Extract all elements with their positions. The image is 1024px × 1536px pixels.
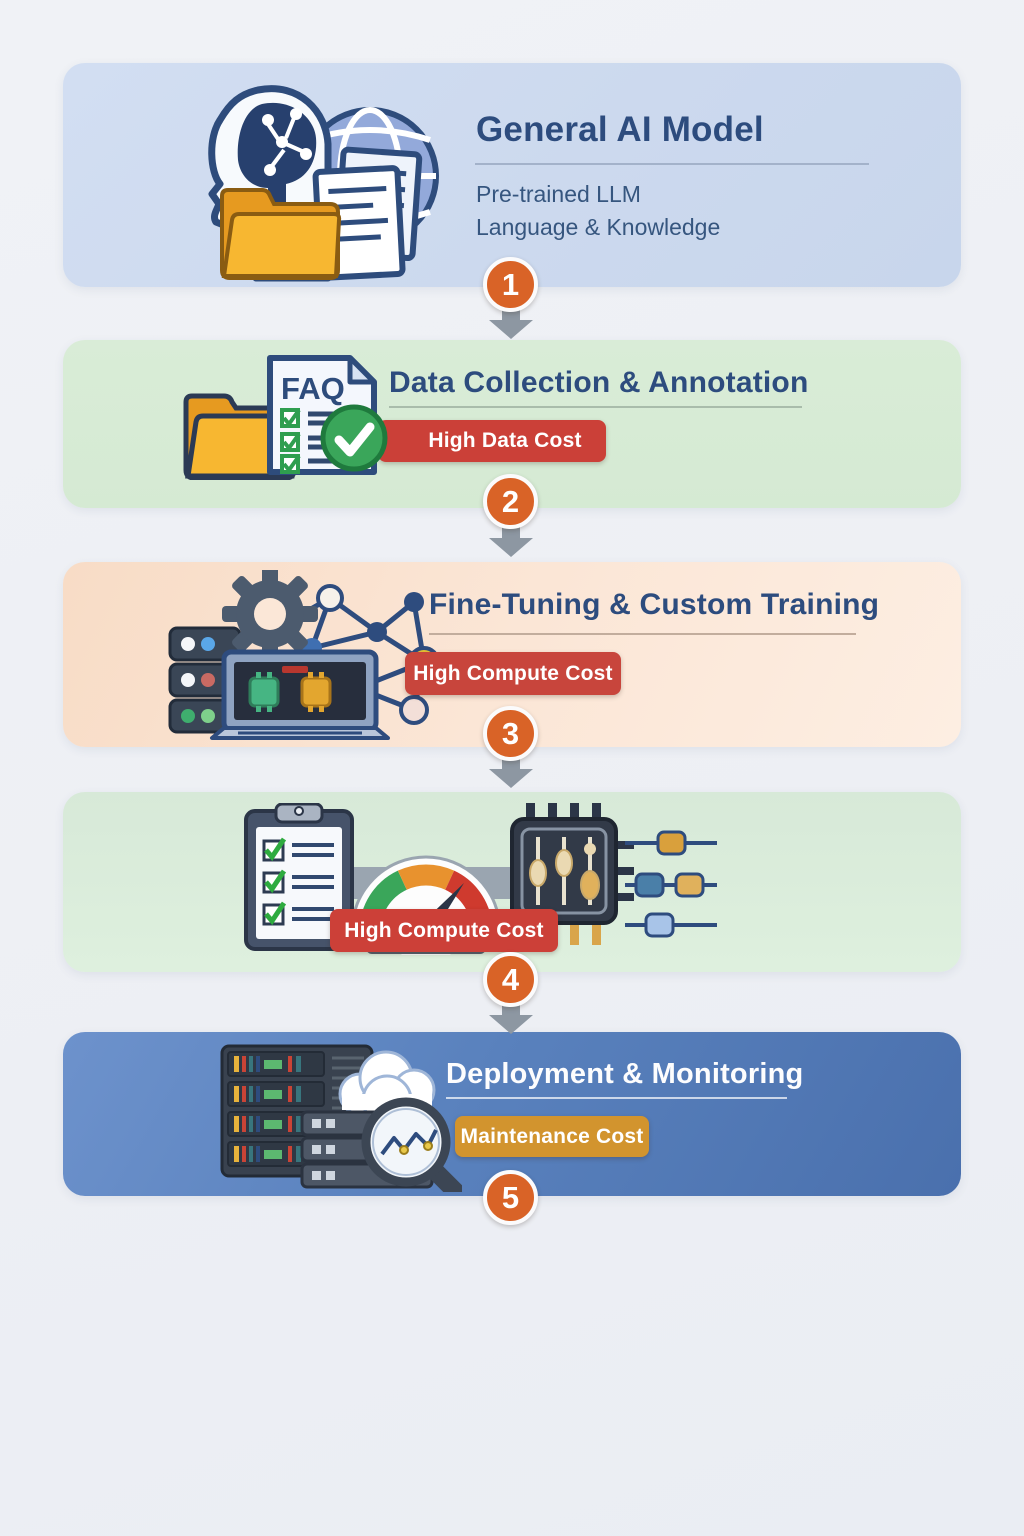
step-number-badge: 5 bbox=[483, 1170, 538, 1225]
title-underline bbox=[475, 163, 869, 165]
svg-text:FAQ: FAQ bbox=[281, 371, 345, 406]
deployment-icon-cluster bbox=[220, 1044, 462, 1192]
step-number-badge: 2 bbox=[483, 474, 538, 529]
cost-badge: Maintenance Cost bbox=[455, 1116, 649, 1157]
cost-badge-label: High Compute Cost bbox=[344, 918, 544, 942]
slider-controls-icon bbox=[625, 830, 717, 938]
step-number-badge: 1 bbox=[483, 257, 538, 312]
step-title: General AI Model bbox=[476, 110, 764, 149]
cost-badge: High Compute Cost bbox=[330, 909, 558, 952]
green-chip-icon bbox=[248, 672, 280, 712]
step-title: Fine-Tuning & Custom Training bbox=[429, 588, 880, 621]
cost-badge-label: High Data Cost bbox=[428, 429, 582, 452]
gear-icon bbox=[222, 570, 318, 662]
step-number-badge: 4 bbox=[483, 952, 538, 1007]
title-underline bbox=[446, 1097, 787, 1099]
arrow-down-icon bbox=[489, 1004, 533, 1034]
magnifier-chart-icon bbox=[361, 1097, 462, 1192]
arrow-down-icon bbox=[489, 527, 533, 557]
clipboard-checklist-icon bbox=[244, 803, 354, 951]
cost-badge: High Compute Cost bbox=[405, 652, 621, 695]
step-subtitle: Pre-trained LLM bbox=[476, 181, 641, 207]
title-underline bbox=[389, 406, 802, 408]
arrow-down-icon bbox=[489, 309, 533, 339]
cost-badge-label: Maintenance Cost bbox=[460, 1124, 644, 1148]
title-underline bbox=[429, 633, 856, 635]
orange-chip-icon bbox=[300, 672, 332, 712]
step-title: Deployment & Monitoring bbox=[446, 1058, 804, 1090]
step-title: Data Collection & Annotation bbox=[389, 366, 809, 399]
folder-icon bbox=[220, 188, 342, 280]
cost-badge: High Data Cost bbox=[378, 420, 606, 462]
step-number-badge: 3 bbox=[483, 706, 538, 761]
general-ai-icon-cluster bbox=[208, 85, 439, 282]
arrow-down-icon bbox=[489, 758, 533, 788]
cost-badge-label: High Compute Cost bbox=[413, 661, 613, 685]
check-circle-icon bbox=[320, 404, 388, 472]
step-card-deployment bbox=[63, 1032, 961, 1196]
laptop-chips-icon bbox=[210, 649, 390, 740]
step-subtitle: Language & Knowledge bbox=[476, 214, 721, 240]
